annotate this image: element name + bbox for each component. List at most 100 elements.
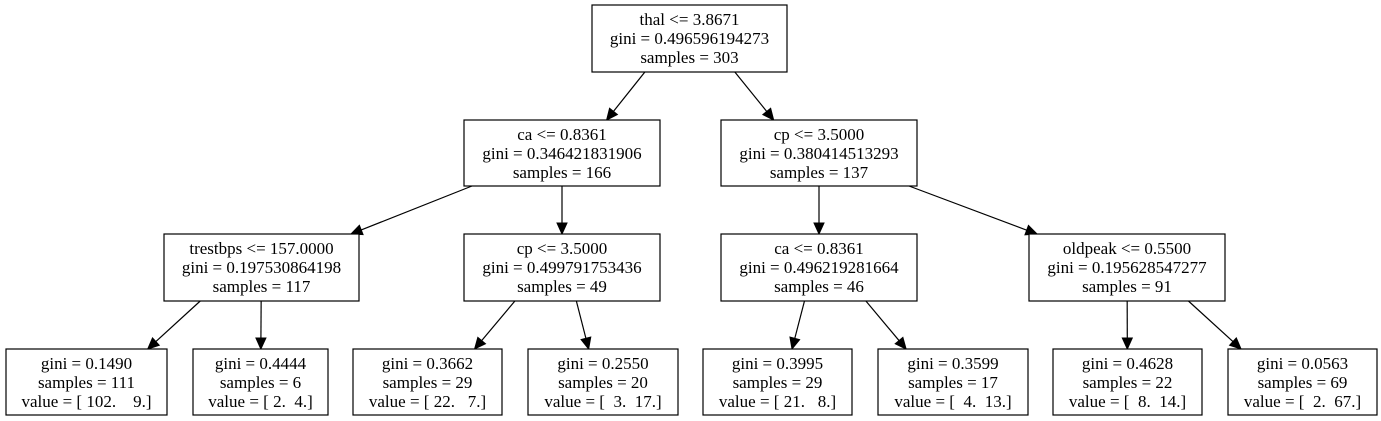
arrowhead-icon [605,107,619,121]
node-box [463,119,661,187]
node-text-line: samples = 303 [640,48,738,67]
node-text-line: samples = 22 [1083,373,1173,392]
node-text-line: gini = 0.3662 [382,354,473,373]
node-box [1227,348,1378,416]
tree-edge-n6-n14 [1188,300,1234,343]
tree-edge-n0-n1 [613,71,646,112]
node-box [720,233,918,302]
arrowhead-icon [473,336,487,350]
node-text-line: samples = 111 [38,373,135,392]
node-box [163,233,360,302]
node-text-line: gini = 0.197530864198 [182,258,341,277]
node-text-line: gini = 0.496219281664 [739,258,899,277]
node-text-line: gini = 0.195628547277 [1047,258,1207,277]
arrowhead-icon [556,222,568,236]
node-text-line: value = [ 8. 14.] [1069,392,1186,411]
arrowhead-icon [349,224,364,236]
node-text-line: ca <= 0.8361 [517,125,607,144]
tree-edge-n5-n11 [794,300,806,339]
node-text-line: gini = 0.4444 [215,354,307,373]
node-box [877,348,1029,416]
arrowhead-icon [761,107,775,121]
tree-edge-n3-n7 [155,300,201,343]
node-text-line: value = [ 21. 8.] [719,392,836,411]
node-text-line: thal <= 3.8671 [640,10,740,29]
node-text-line: gini = 0.4628 [1082,354,1173,373]
node-text-line: samples = 17 [908,373,998,392]
node-text-line: samples = 91 [1082,277,1172,296]
node-text-line: gini = 0.499791753436 [482,258,641,277]
node-text-line: gini = 0.496596194273 [610,29,769,48]
node-box [702,348,853,416]
node-text-line: cp <= 3.5000 [774,125,864,144]
arrowhead-icon [813,222,825,236]
node-text-line: samples = 29 [733,373,823,392]
node-text-line: samples = 166 [513,163,611,182]
node-text-line: samples = 117 [213,277,311,296]
node-text-line: samples = 20 [558,373,648,392]
arrowhead-icon [789,336,801,351]
node-box [352,348,503,416]
node-text-line: gini = 0.3599 [907,354,998,373]
node-text-line: gini = 0.380414513293 [739,144,898,163]
node-box [527,348,679,416]
node-text-line: samples = 6 [220,373,301,392]
node-text-line: oldpeak <= 0.5500 [1063,239,1191,258]
node-text-line: samples = 46 [774,277,864,296]
node-text-line: samples = 49 [517,277,607,296]
node-box [1028,233,1226,302]
node-text-line: cp <= 3.5000 [517,239,607,258]
node-text-line: value = [ 4. 13.] [894,392,1011,411]
node-text-line: samples = 137 [770,163,869,182]
node-text-line: value = [ 2. 4.] [208,392,312,411]
tree-edge-n1-n3 [361,185,473,231]
arrowhead-icon [1121,337,1134,351]
node-text-line: gini = 0.346421831906 [482,144,641,163]
node-box [591,4,788,73]
node-text-line: trestbps <= 157.0000 [189,239,333,258]
arrowhead-icon [146,336,161,350]
arrowhead-icon [1228,336,1242,350]
tree-edge-n2-n6 [908,185,1027,231]
tree-edges [146,71,1242,351]
node-box [1052,348,1203,416]
tree-edge-n4-n10 [575,300,587,339]
node-text-line: ca <= 0.8361 [774,239,864,258]
node-box [463,233,661,302]
node-text-line: gini = 0.2550 [557,354,648,373]
arrowhead-icon [255,337,267,351]
tree-edge-n4-n9 [481,300,516,341]
node-text-line: gini = 0.1490 [41,354,132,373]
node-text-line: samples = 69 [1258,373,1348,392]
node-text-line: gini = 0.0563 [1257,354,1348,373]
tree-edge-n0-n2 [734,71,768,112]
arrowhead-icon [894,336,907,350]
node-box [192,348,329,416]
node-text-line: gini = 0.3995 [732,354,823,373]
node-text-line: value = [ 102. 9.] [22,392,152,411]
node-text-line: value = [ 22. 7.] [369,392,486,411]
node-box [5,348,168,416]
node-text-line: samples = 29 [383,373,473,392]
node-text-line: value = [ 2. 67.] [1244,392,1361,411]
tree-edge-n5-n12 [865,300,900,341]
node-text-line: value = [ 3. 17.] [544,392,661,411]
node-box [720,119,918,187]
